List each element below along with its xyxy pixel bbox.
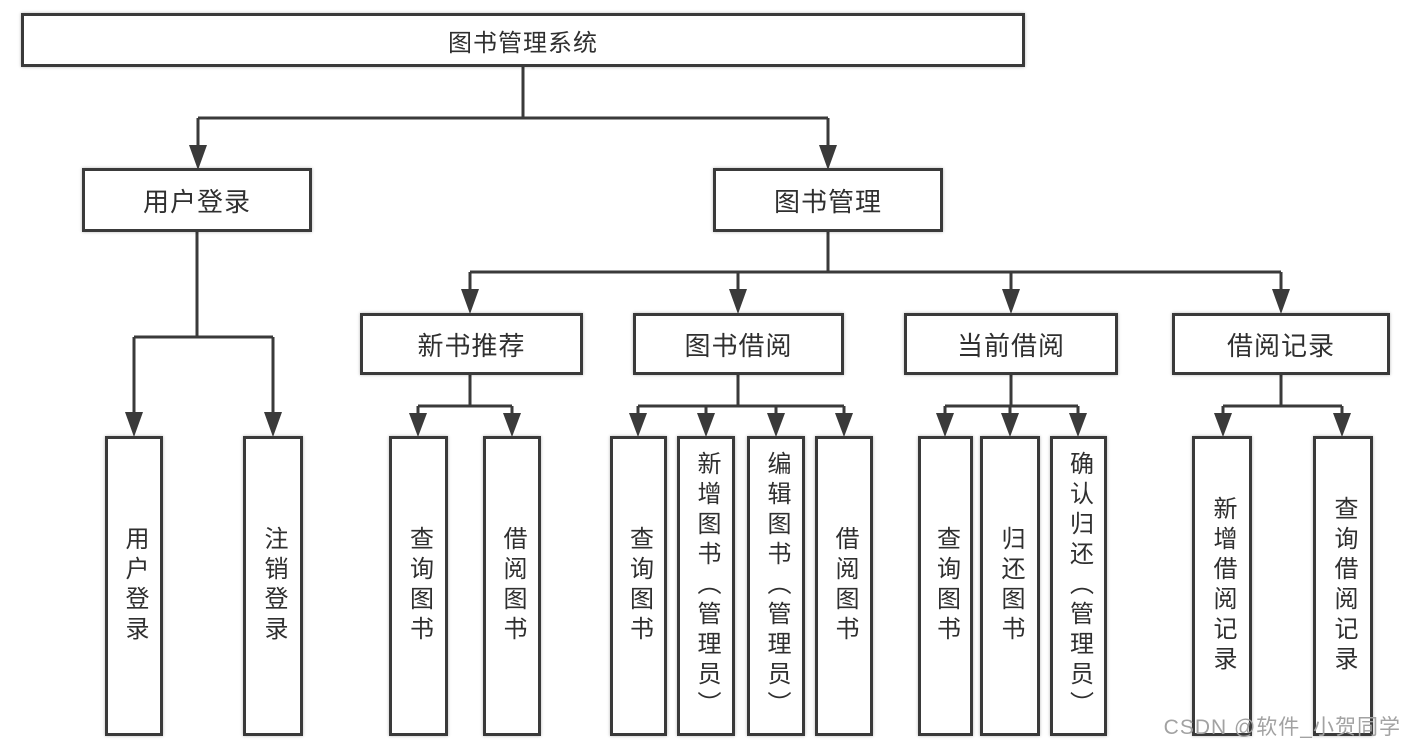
leaf-label: 用户登录 bbox=[121, 526, 148, 646]
node-book-borrow: 图书借阅 bbox=[633, 313, 844, 375]
node-label: 新书推荐 bbox=[417, 330, 526, 361]
node-borrow-record: 借阅记录 bbox=[1172, 313, 1390, 375]
leaf-logout: 注销登录 bbox=[243, 436, 303, 736]
leaf-add-borrow-record: 新增借阅记录 bbox=[1192, 436, 1252, 736]
leaf-label: 查询图书 bbox=[405, 526, 433, 646]
leaf-user-login: 用户登录 bbox=[105, 436, 163, 736]
leaf-label: 新增借阅记录 bbox=[1209, 496, 1236, 676]
leaf-label: 借阅图书 bbox=[831, 526, 858, 646]
leaf-confirm-return-admin: 确认归还（管理员） bbox=[1050, 436, 1107, 736]
leaf-label: 确认归还（管理员） bbox=[1065, 451, 1093, 721]
node-label: 图书借阅 bbox=[684, 330, 793, 361]
leaf-label: 查询图书 bbox=[932, 526, 960, 646]
node-current-borrow: 当前借阅 bbox=[904, 313, 1118, 375]
leaf-query-books-1: 查询图书 bbox=[389, 436, 448, 736]
node-new-book-recommend: 新书推荐 bbox=[360, 313, 583, 375]
leaf-borrow-books-2: 借阅图书 bbox=[815, 436, 873, 736]
node-label: 当前借阅 bbox=[956, 330, 1065, 361]
leaf-label: 查询图书 bbox=[625, 526, 653, 646]
node-book-management: 图书管理 bbox=[713, 168, 943, 232]
leaf-query-books-3: 查询图书 bbox=[918, 436, 973, 736]
node-label: 借阅记录 bbox=[1226, 330, 1335, 361]
node-library-management-system: 图书管理系统 bbox=[21, 13, 1025, 67]
leaf-edit-book-admin: 编辑图书（管理员） bbox=[747, 436, 805, 736]
arrowheads bbox=[125, 145, 1351, 437]
node-label: 图书管理系统 bbox=[448, 29, 598, 57]
csdn-watermark: CSDN @软件_小贺同学 bbox=[1163, 716, 1401, 739]
leaf-label: 归还图书 bbox=[997, 526, 1024, 646]
node-label: 图书管理 bbox=[773, 186, 882, 217]
leaf-label: 编辑图书（管理员） bbox=[763, 451, 790, 721]
leaf-return-book: 归还图书 bbox=[980, 436, 1040, 736]
leaf-query-books-2: 查询图书 bbox=[610, 436, 667, 736]
leaf-borrow-books-1: 借阅图书 bbox=[483, 436, 541, 736]
leaf-add-book-admin: 新增图书（管理员） bbox=[677, 436, 735, 736]
node-user-login: 用户登录 bbox=[82, 168, 312, 232]
leaf-label: 查询借阅记录 bbox=[1330, 496, 1357, 676]
node-label: 用户登录 bbox=[142, 186, 251, 217]
leaf-label: 新增图书（管理员） bbox=[693, 451, 720, 721]
leaf-label: 借阅图书 bbox=[499, 526, 526, 646]
leaf-label: 注销登录 bbox=[260, 526, 287, 646]
leaf-query-borrow-record: 查询借阅记录 bbox=[1313, 436, 1373, 736]
